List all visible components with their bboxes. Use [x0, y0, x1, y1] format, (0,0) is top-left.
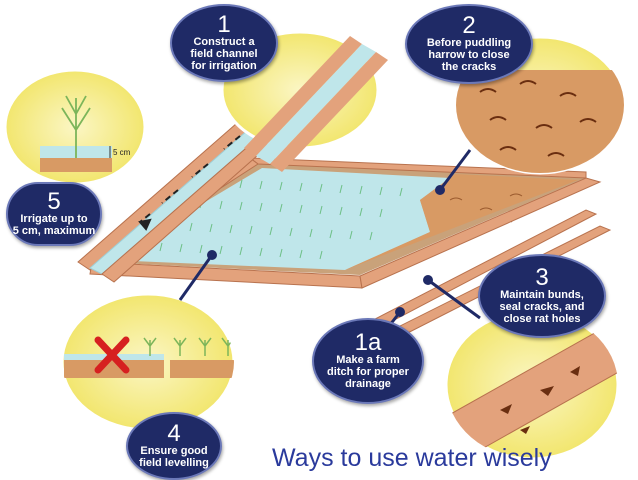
- step-text-line: 5 cm, maximum: [12, 225, 96, 237]
- step-number: 1a: [354, 329, 382, 356]
- soil-crack-icon: [479, 80, 597, 157]
- rice-seedlings: [139, 179, 403, 260]
- step-1-callout: 1 Construct a field channel for irrigati…: [170, 4, 278, 82]
- step-text-line: Irrigate up to: [20, 213, 88, 225]
- step-number: 3: [535, 264, 549, 291]
- step-number: 5: [47, 188, 61, 215]
- diagram-title: Ways to use water wisely: [272, 444, 552, 472]
- cross-mark-icon: [94, 336, 130, 374]
- step-number: 4: [167, 420, 181, 447]
- step-text-line: for irrigation: [191, 60, 257, 72]
- step-5-callout: 5 Irrigate up to 5 cm, maximum: [6, 182, 102, 246]
- step-3-callout: 3 Maintain bunds, seal cracks, and close…: [478, 254, 606, 338]
- step-number: 1: [217, 11, 231, 38]
- step-text-line: drainage: [345, 378, 391, 390]
- step-text-line: the cracks: [441, 61, 497, 73]
- step-text-line: ditch for proper: [327, 366, 409, 378]
- step-text-line: close rat holes: [503, 313, 581, 325]
- step-4-callout: 4 Ensure good field levelling: [126, 412, 222, 480]
- levelling-magnifier: [60, 292, 236, 432]
- depth-scale-label: 5 cm: [113, 148, 131, 157]
- rice-plant-icon: [61, 95, 91, 158]
- step-text-line: Before puddling: [426, 37, 512, 49]
- step-text-line: field levelling: [139, 457, 209, 469]
- step-text-line: Make a farm: [336, 354, 400, 366]
- depth-magnifier: [3, 68, 147, 186]
- step-text-line: seal cracks, and: [499, 301, 585, 313]
- step-1a-callout: 1a Make a farm ditch for proper drainage: [312, 318, 424, 404]
- bund-repair-magnifier: [444, 309, 620, 461]
- bund-right: [359, 177, 602, 289]
- cracked-soil-area: [345, 174, 578, 270]
- step-text-line: field channel: [190, 48, 258, 60]
- flooded-area: [108, 168, 450, 270]
- step-number: 2: [462, 12, 476, 39]
- step-text-line: Maintain bunds,: [500, 289, 584, 301]
- step-2-callout: 2 Before puddling harrow to close the cr…: [405, 4, 533, 84]
- step-text-line: Construct a: [193, 36, 255, 48]
- rice-field: [100, 162, 585, 275]
- rice-plant-icon: [143, 337, 234, 356]
- step-text-line: Ensure good: [140, 445, 208, 457]
- step-text-line: harrow to close: [428, 49, 510, 61]
